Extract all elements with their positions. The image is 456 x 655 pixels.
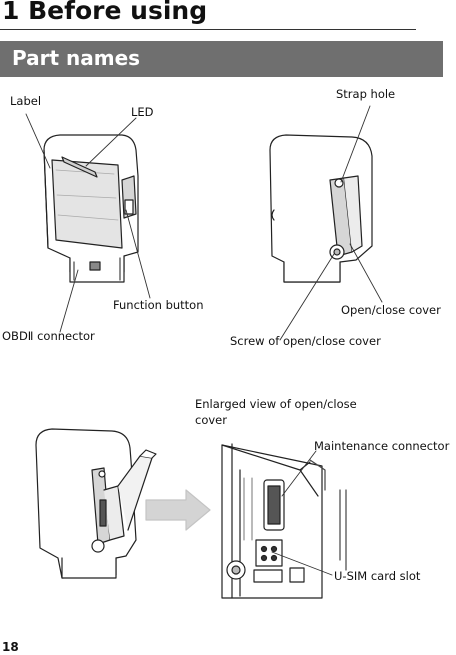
enlarged-view-caption-line1: Enlarged view of open/close	[195, 397, 357, 411]
callout-leaders	[25, 105, 383, 576]
chapter-divider	[0, 29, 416, 30]
usim-slot-callout: U-SIM card slot	[334, 569, 421, 583]
obd-connector-callout: OBDⅡ connector	[2, 329, 95, 343]
device-cover-open-view	[35, 428, 157, 579]
section-header-bar: Part names	[0, 41, 443, 77]
device-side-view	[269, 134, 373, 283]
function-button-callout: Function button	[113, 298, 204, 312]
strap-hole-callout: Strap hole	[336, 87, 396, 101]
label-callout: Label	[10, 94, 42, 108]
enlarged-view-caption-line2: cover	[195, 413, 227, 427]
enlarged-cover-view	[221, 443, 347, 599]
maintenance-connector-callout: Maintenance connector	[314, 439, 450, 453]
chapter-title: 1 Before using	[2, 0, 208, 25]
page-number: 18	[2, 640, 19, 654]
open-close-cover-callout: Open/close cover	[341, 303, 441, 317]
arrow-icon	[145, 489, 211, 531]
screw-callout: Screw of open/close cover	[230, 334, 381, 348]
led-callout: LED	[131, 105, 154, 119]
device-front-view	[43, 134, 139, 283]
section-title: Part names	[12, 46, 141, 70]
